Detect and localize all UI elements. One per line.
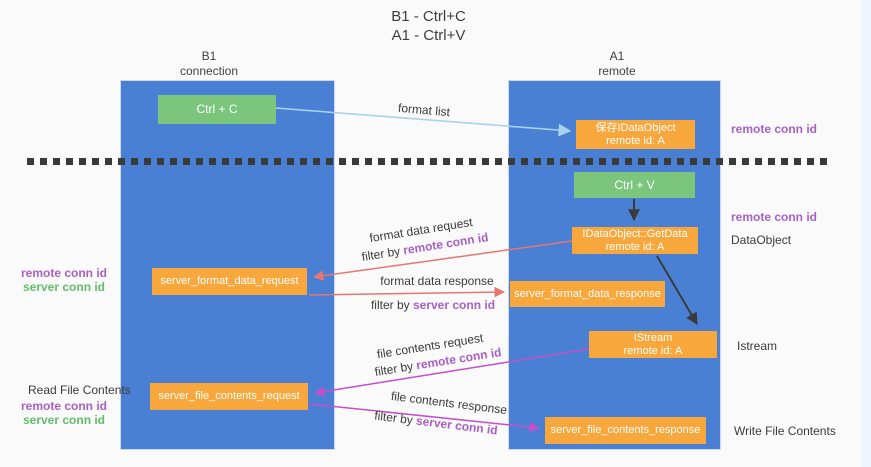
- lane-left-name: B1: [201, 49, 217, 63]
- lane-left-header: B1 connection: [109, 49, 309, 79]
- title-line-2: A1 - Ctrl+V: [391, 27, 466, 44]
- node-file-response: server_file_contents_response: [545, 417, 706, 444]
- node-getdata: IDataObject::GetData remote id: A: [572, 227, 698, 254]
- node-file-request-label: server_file_contents_request: [158, 390, 300, 402]
- node-ctrl-c: Ctrl + C: [158, 95, 276, 124]
- filter-by-text: filter by: [370, 298, 413, 312]
- node-getdata-line2: remote id: A: [605, 240, 665, 253]
- title-line-1: B1 - Ctrl+C: [391, 8, 466, 25]
- label-format-list: format list: [397, 100, 451, 120]
- server-conn-id-label: server conn id: [22, 280, 106, 294]
- node-istream: IStream remote id: A: [589, 331, 717, 358]
- node-format-request: server_format_data_request: [152, 268, 307, 295]
- node-ctrl-v-label: Ctrl + V: [614, 177, 655, 192]
- node-format-response-label: server_format_data_response: [514, 287, 661, 300]
- label-remote-conn-id-right-mid: remote conn id: [731, 210, 818, 224]
- label-remote-conn-id-right-top: remote conn id: [731, 122, 818, 136]
- label-filter-server-1: filter by server conn id: [371, 298, 495, 312]
- node-istream-line2: remote id: A: [623, 344, 683, 357]
- node-save-idataobject-line1: 保存IDataObject: [595, 121, 676, 134]
- label-left-conn-ids-bottom: remote conn id server conn id: [20, 399, 108, 427]
- lane-right-name: A1: [609, 49, 625, 63]
- node-ctrl-v: Ctrl + V: [574, 172, 695, 198]
- remote-conn-id-label: remote conn id: [20, 266, 107, 280]
- lane-right-role: remote: [598, 64, 636, 78]
- label-write-file-contents: Write File Contents: [734, 424, 836, 438]
- diagram-title: B1 - Ctrl+C A1 - Ctrl+V: [0, 7, 857, 45]
- lane-right-header: A1 remote: [517, 49, 717, 79]
- server-conn-id-label: server conn id: [22, 413, 106, 427]
- label-istream: Istream: [737, 339, 778, 353]
- label-format-data-response: format data response: [380, 274, 494, 288]
- node-save-idataobject-line2: remote id: A: [606, 134, 665, 147]
- node-format-response: server_format_data_response: [510, 281, 665, 307]
- label-dataobject: DataObject: [731, 233, 792, 247]
- node-istream-line1: IStream: [633, 331, 673, 344]
- filter-by-text: filter by: [373, 358, 418, 379]
- node-format-request-label: server_format_data_request: [160, 275, 299, 287]
- lane-left-role: connection: [179, 64, 239, 78]
- node-file-response-label: server_file_contents_response: [550, 424, 701, 436]
- node-file-request: server_file_contents_request: [150, 383, 308, 410]
- server-conn-id-text: server conn id: [412, 298, 496, 312]
- arrow-format-data-response: [308, 286, 506, 298]
- server-conn-id-text: server conn id: [415, 413, 499, 438]
- filter-by-text: filter by: [360, 243, 405, 264]
- window-edge: [862, 0, 871, 467]
- separator-dashed-line: [27, 158, 832, 165]
- node-getdata-line1: IDataObject::GetData: [582, 227, 688, 240]
- node-ctrl-c-label: Ctrl + C: [196, 102, 238, 116]
- label-left-conn-ids-top: remote conn id server conn id: [20, 266, 108, 294]
- filter-by-text: filter by: [373, 408, 417, 428]
- node-save-idataobject: 保存IDataObject remote id: A: [576, 120, 695, 149]
- remote-conn-id-label: remote conn id: [20, 399, 107, 413]
- label-read-file-contents: Read File Contents: [28, 383, 131, 397]
